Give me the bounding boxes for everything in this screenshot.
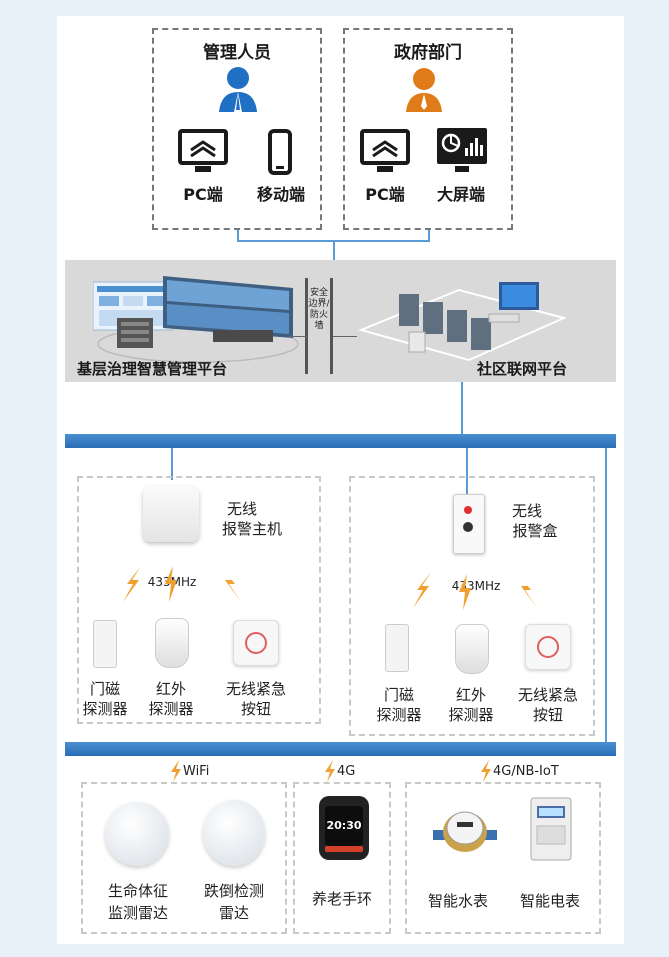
- wifi-connection-label: WiFi: [183, 764, 210, 779]
- government-screen-label: 大屏端: [436, 185, 485, 204]
- lightning-icon: [119, 564, 145, 604]
- alarm-left-device-1-line1: 门磁: [89, 680, 120, 698]
- watch-time-display: 20:30: [326, 819, 362, 832]
- government-pc-label: PC端: [365, 185, 405, 204]
- management-pc-label: PC端: [183, 185, 223, 204]
- firewall-right-link: [333, 336, 357, 337]
- alarm-right-device-2-line1: 红外: [455, 686, 486, 704]
- network-bus-lower: [65, 742, 616, 756]
- community-platform-illustration: [349, 268, 579, 372]
- community-platform-label: 社区联网平台: [477, 360, 568, 378]
- alarm-left-box: [77, 476, 321, 724]
- smart-electric-meter-device: [529, 796, 573, 862]
- pc-monitor-icon: [177, 128, 229, 176]
- smart-water-meter-device: [433, 802, 497, 854]
- mobile-phone-icon: [267, 128, 293, 176]
- alarm-host-label-line1: 无线: [226, 500, 257, 518]
- wifi-device-1-line1: 生命体征: [107, 882, 168, 900]
- top-right-connector: [428, 230, 430, 242]
- manager-person-icon: [217, 64, 259, 114]
- gov-pc-monitor-icon: [359, 128, 411, 176]
- wifi-device-box: [81, 782, 287, 934]
- big-screen-dashboard-icon: [435, 126, 489, 176]
- alarm-right-device-3-line2: 按钮: [532, 706, 563, 724]
- government-group-box: [343, 28, 513, 230]
- firewall-divider: [305, 278, 333, 374]
- management-group-title: 管理人员: [203, 43, 271, 63]
- alarm-left-device-2-line1: 红外: [155, 680, 186, 698]
- lightning-icon: [409, 570, 435, 610]
- diagram-canvas: 管理人员 PC端 移动端 政府部门: [57, 16, 624, 944]
- government-person-icon: [403, 66, 445, 114]
- management-mobile-label: 移动端: [256, 185, 305, 204]
- lightning-icon: [323, 760, 337, 782]
- alarm-box-button: [463, 522, 473, 532]
- nbiot-device-1-label: 智能水表: [427, 892, 488, 910]
- vital-signs-radar-device: [105, 802, 169, 866]
- wifi-device-2-line2: 雷达: [218, 904, 249, 922]
- watch-accent: [325, 846, 363, 852]
- nbiot-device-box: [405, 782, 601, 934]
- lightning-icon: [217, 564, 245, 604]
- alarm-right-frequency: 433MHz: [451, 579, 501, 593]
- infrared-detector-device: [455, 624, 489, 674]
- alarm-right-device-1-line1: 门磁: [383, 686, 414, 704]
- alarm-box-indicator: [464, 506, 472, 514]
- alarm-right-device-2-line2: 探测器: [448, 706, 494, 724]
- top-to-platform-connector: [333, 240, 335, 262]
- lightning-icon: [169, 760, 183, 782]
- network-bus-upper: [65, 434, 616, 448]
- door-sensor-device: [93, 620, 117, 668]
- alarm-left-device-3-line1: 无线紧急: [225, 680, 286, 698]
- alarm-left-device-3-line2: 按钮: [240, 700, 271, 718]
- platform-to-bus-connector: [461, 382, 463, 434]
- wifi-device-1-line2: 监测雷达: [107, 904, 168, 922]
- emergency-button-ring: [537, 636, 559, 658]
- nbiot-device-2-label: 智能电表: [519, 892, 580, 910]
- emergency-button-ring: [245, 632, 267, 654]
- alarm-right-device-3-line1: 无线紧急: [517, 686, 578, 704]
- alarm-right-device-1-line2: 探测器: [376, 706, 422, 724]
- alarm-left-connector: [171, 448, 173, 480]
- alarm-right-connector: [466, 448, 468, 494]
- firewall-label: 安全边界/防火墙: [308, 288, 330, 331]
- alarm-right-box: [349, 476, 595, 736]
- lightning-icon: [161, 566, 181, 602]
- infrared-detector-device: [155, 618, 189, 668]
- wireless-alarm-host-device: [143, 486, 199, 542]
- door-sensor-device: [385, 624, 409, 672]
- wifi-device-2-line1: 跌倒检测: [203, 882, 264, 900]
- alarm-host-label-line2: 报警主机: [221, 520, 282, 538]
- nbiot-connection-label: 4G/NB-IoT: [493, 764, 559, 779]
- alarm-box-label-line2: 报警盒: [512, 522, 558, 540]
- lightning-icon: [455, 574, 475, 610]
- lightning-icon: [479, 760, 493, 782]
- 4g-connection-label: 4G: [337, 764, 356, 779]
- lightning-icon: [513, 570, 541, 610]
- bus-right-riser: [605, 448, 607, 742]
- firewall-left-link: [289, 336, 307, 337]
- fall-detection-radar-device: [203, 800, 265, 866]
- watch-screen: [325, 806, 363, 846]
- management-platform-label: 基层治理智慧管理平台: [77, 360, 228, 378]
- alarm-box-label-line1: 无线: [511, 502, 542, 520]
- 4g-device-box: [293, 782, 391, 934]
- management-group-box: [152, 28, 322, 230]
- alarm-left-device-1-line2: 探测器: [82, 700, 128, 718]
- top-left-connector: [237, 230, 239, 242]
- 4g-device-1-label: 养老手环: [311, 890, 372, 908]
- management-platform-illustration: [92, 268, 303, 370]
- government-group-title: 政府部门: [394, 43, 462, 63]
- alarm-left-device-2-line2: 探测器: [148, 700, 194, 718]
